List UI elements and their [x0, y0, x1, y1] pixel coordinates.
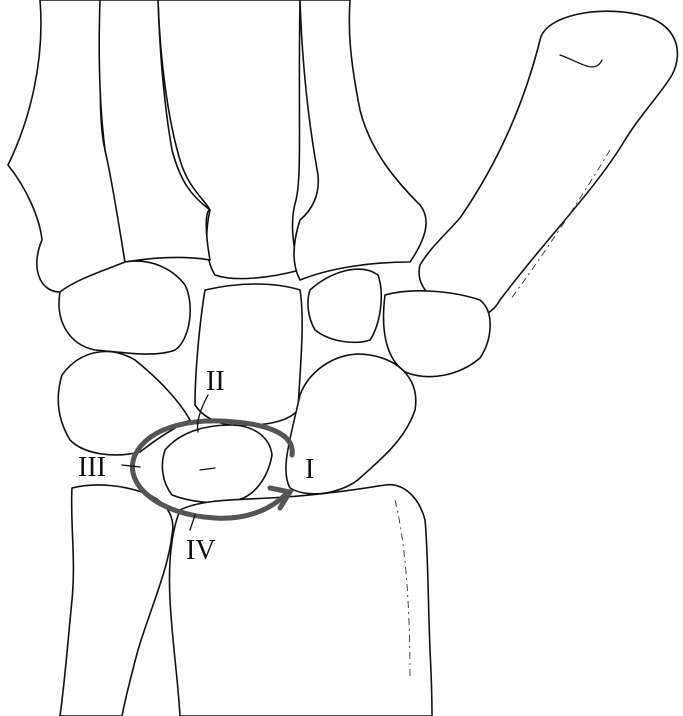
- metacarpal-4: [157, 0, 301, 280]
- metacarpal-2: [293, 0, 427, 281]
- lunate-mark: [199, 467, 216, 471]
- metacarpal-3: [98, 0, 211, 263]
- lunate: [161, 424, 273, 504]
- thumb-dorsal-line: [509, 149, 611, 301]
- leader-line-ii: [196, 394, 209, 433]
- metacarpal-1-thumb: [418, 10, 679, 319]
- trapezoid: [307, 268, 383, 344]
- arrow-head: [267, 485, 295, 511]
- leader-line-iv: [189, 514, 196, 531]
- stage-label-iii: III: [78, 452, 106, 483]
- capitate: [194, 283, 303, 427]
- trapezium: [382, 290, 491, 378]
- stage-label-ii: II: [206, 366, 225, 397]
- perilunate-rotation-arrow[interactable]: [130, 418, 295, 521]
- radius-dorsal-rim: [394, 499, 411, 681]
- hamate: [58, 260, 191, 355]
- stage-label-i: I: [305, 454, 314, 485]
- ulna: [59, 484, 174, 716]
- stage-label-iv: IV: [186, 535, 216, 566]
- triquetrum: [57, 350, 191, 456]
- scaphoid: [285, 353, 417, 495]
- leader-line-iii: [121, 464, 141, 468]
- thumb-head-line: [559, 54, 603, 68]
